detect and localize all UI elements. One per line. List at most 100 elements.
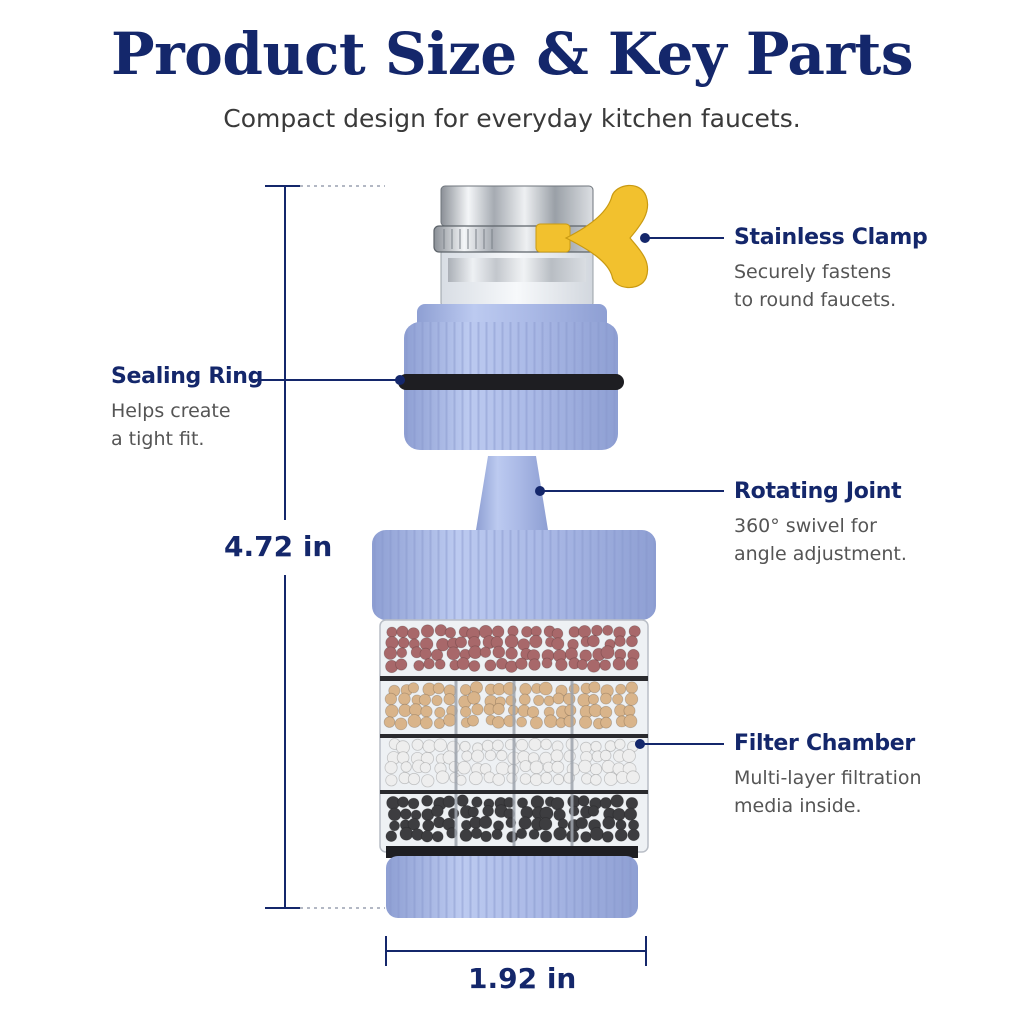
filter-bead — [515, 657, 528, 670]
filter-bead — [603, 771, 618, 786]
filter-bead — [622, 749, 636, 763]
callout-description: Multi-layer filtration media inside. — [734, 767, 922, 817]
filter-bead — [444, 627, 457, 639]
filter-bead — [528, 737, 542, 751]
filter-bead — [471, 703, 484, 716]
callout-leader-clamp — [640, 233, 724, 243]
filter-bead — [600, 692, 612, 705]
filter-bead — [623, 807, 638, 821]
filter-bead — [552, 692, 565, 705]
filter-bead — [456, 657, 470, 671]
callout-stainless-clamp: Stainless Clamp Securely fastens to roun… — [734, 225, 928, 314]
filter-bead — [576, 659, 588, 671]
filter-bead — [599, 705, 613, 719]
filter-bead — [604, 740, 617, 752]
filter-bead — [626, 770, 640, 784]
filter-bead — [625, 657, 639, 671]
filter-bead — [434, 658, 446, 670]
filter-bead — [394, 717, 408, 731]
filter-bead — [627, 828, 640, 842]
filter-bead — [610, 794, 624, 808]
filter-bead — [395, 658, 408, 671]
filter-bead — [495, 761, 510, 776]
filter-bead — [543, 695, 555, 707]
height-dimension-label: 4.72 in — [224, 530, 333, 563]
filter-bead — [624, 692, 639, 706]
filter-bead — [518, 816, 532, 830]
filter-bead — [484, 659, 497, 672]
filter-bead — [578, 759, 592, 774]
filter-bead — [431, 830, 444, 843]
filter-bead — [459, 828, 473, 842]
filter-bead — [538, 817, 553, 831]
page-subtitle: Compact design for everyday kitchen fauc… — [223, 104, 801, 133]
filter-bead — [400, 761, 412, 773]
filter-bead — [625, 796, 639, 810]
filter-bead — [515, 738, 529, 752]
filter-bead — [407, 627, 420, 640]
callout-description: Helps create a tight fit. — [111, 400, 231, 450]
filter-bead — [383, 716, 396, 728]
callout-leader-seal — [252, 375, 405, 385]
filter-bead — [602, 624, 614, 636]
filter-bead — [615, 683, 627, 695]
stainless-clamp-part — [433, 185, 603, 307]
filter-bead — [551, 760, 565, 774]
filter-bead — [420, 705, 433, 718]
filter-bead — [491, 625, 505, 638]
filter-bead — [599, 797, 612, 810]
filter-bead — [550, 796, 565, 811]
filter-bead — [419, 762, 431, 774]
callout-title: Stainless Clamp — [734, 225, 928, 250]
filter-bead — [538, 681, 553, 696]
filter-bead — [446, 646, 461, 661]
filter-bead — [564, 704, 577, 717]
page-title: Product Size & Key Parts — [111, 20, 913, 88]
filter-bead — [602, 816, 616, 830]
filter-bead — [399, 808, 412, 820]
filter-bead — [577, 795, 590, 807]
width-dimension-line — [385, 936, 647, 966]
filter-bead — [588, 693, 600, 705]
filter-bead — [519, 760, 532, 773]
filter-bead — [521, 625, 533, 638]
filter-bead — [540, 772, 553, 785]
filter-bead — [480, 830, 492, 843]
filter-bead — [492, 645, 506, 659]
filter-bead — [470, 827, 483, 840]
filter-bead — [396, 625, 409, 639]
filter-bead — [407, 682, 420, 694]
filter-bead — [421, 774, 435, 788]
filter-bead — [504, 634, 519, 649]
filter-bead — [420, 624, 435, 638]
filter-bead — [397, 636, 410, 649]
filter-bead — [460, 706, 472, 718]
filter-bead — [533, 694, 545, 707]
filter-bead — [519, 773, 532, 785]
filter-base-part — [386, 846, 638, 918]
filter-bead — [625, 681, 639, 694]
filter-bead — [419, 716, 433, 730]
filter-bead — [443, 693, 456, 706]
callout-title: Rotating Joint — [734, 479, 902, 504]
filter-bead — [418, 693, 432, 707]
filter-bead — [516, 716, 527, 728]
filter-bead — [384, 692, 398, 706]
filter-bead — [471, 749, 485, 763]
filter-bead — [628, 625, 641, 638]
filter-bead — [385, 774, 398, 787]
filter-bead — [586, 659, 601, 673]
filter-bead — [623, 714, 638, 729]
width-dimension-label: 1.92 in — [468, 962, 577, 995]
filter-bead — [399, 826, 414, 841]
filter-bead — [423, 658, 435, 670]
filter-bead — [478, 815, 493, 830]
filter-bead — [482, 805, 495, 817]
filter-layer-tan-ceramic — [383, 681, 639, 731]
clamp-key-knob — [535, 184, 649, 289]
filter-bead — [422, 739, 436, 753]
filter-bead — [467, 714, 480, 727]
filter-bead — [419, 647, 432, 661]
filter-bead — [421, 794, 434, 807]
